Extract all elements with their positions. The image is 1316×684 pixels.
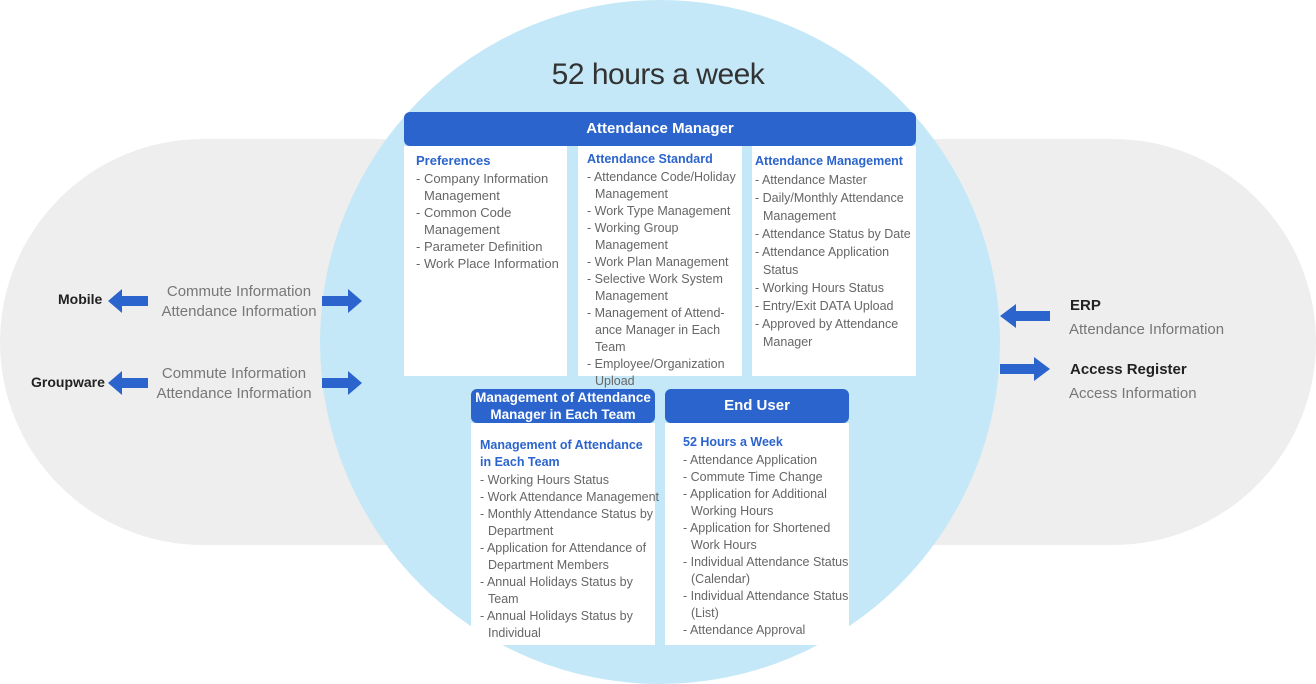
list-item: - Working Hours Status xyxy=(755,281,884,295)
list-item: - Approved by Attendance Manager xyxy=(755,317,899,349)
end-user-heading: 52 Hours a Week xyxy=(683,435,783,449)
list-item: - Parameter Definition xyxy=(416,239,543,254)
attendance-standard-panel: Attendance Standard - Attendance Code/Ho… xyxy=(578,146,742,388)
list-item: - Individual Attendance Status (List) xyxy=(683,589,849,620)
left-arrow-icon xyxy=(108,371,148,395)
end-user-bar: End User xyxy=(665,389,849,423)
preferences-panel: Preferences - Company Information Manage… xyxy=(404,146,567,376)
list-item: - Application for Additional Working Hou… xyxy=(683,487,827,518)
end-user-panel: 52 Hours a Week - Attendance Application… xyxy=(665,423,849,645)
list-item: - Daily/Monthly Attendance Management xyxy=(755,191,904,223)
mobile-info: Commute Information Attendance Informati… xyxy=(150,282,328,322)
list-item: - Employee/Organization Upload xyxy=(587,357,725,388)
list-item: - Attendance Status by Date xyxy=(755,227,911,241)
access-information-text: Access Information xyxy=(1069,385,1197,402)
list-item: - Annual Holidays Status by Team xyxy=(480,575,633,606)
list-item: - Selective Work System Management xyxy=(587,272,723,303)
list-item: - Application for Shortened Work Hours xyxy=(683,521,831,552)
list-item: - Work Type Management xyxy=(587,204,731,218)
erp-label: ERP xyxy=(1070,297,1101,314)
list-item: - Working Hours Status xyxy=(480,473,609,487)
list-item: - Company Information Management xyxy=(416,171,549,203)
attendance-information-text: Attendance Information xyxy=(161,303,317,320)
left-arrow-icon xyxy=(108,289,148,313)
list-item: - Working Group Management xyxy=(587,221,679,252)
list-item: - Work Place Information xyxy=(416,256,559,271)
groupware-info: Commute Information Attendance Informati… xyxy=(145,364,323,404)
list-item: - Work Plan Management xyxy=(587,255,729,269)
right-arrow-icon xyxy=(1000,357,1050,381)
list-item: - Monthly Attendance Status by Departmen… xyxy=(480,507,654,538)
commute-information-text: Commute Information xyxy=(166,283,312,300)
preferences-heading: Preferences xyxy=(416,153,491,168)
diagram-title: 52 hours a week xyxy=(551,58,765,91)
team-manager-panel: Management of Attendance in Each Team - … xyxy=(471,423,660,645)
list-item: - Common Code Management xyxy=(416,205,512,237)
right-arrow-icon xyxy=(322,289,362,313)
list-item: - Annual Holidays Status by Individual xyxy=(480,609,633,640)
list-item: - Commute Time Change xyxy=(683,470,823,484)
list-item: - Entry/Exit DATA Upload xyxy=(755,299,894,313)
team-manager-bar: Management of Attendance Manager in Each… xyxy=(471,389,655,423)
list-item: - Individual Attendance Status (Calendar… xyxy=(683,555,849,586)
attendance-manager-bar: Attendance Manager xyxy=(404,112,916,146)
list-item: - Management of Attend-ance Manager in E… xyxy=(587,306,725,354)
attendance-information-text: Attendance Information xyxy=(156,385,312,402)
mobile-label: Mobile xyxy=(58,291,103,307)
list-item: - Attendance Master xyxy=(755,173,867,187)
list-item: - Attendance Code/Holiday Management xyxy=(587,170,736,201)
left-arrow-icon xyxy=(1000,304,1050,328)
list-item: - Attendance Application xyxy=(683,453,818,467)
access-register-label: Access Register xyxy=(1070,361,1187,378)
attendance-management-panel: Attendance Management - Attendance Maste… xyxy=(752,146,916,376)
list-item: - Work Attendance Management xyxy=(480,490,660,504)
list-item: - Attendance Application Status xyxy=(755,245,890,277)
attendance-management-heading: Attendance Management xyxy=(755,154,903,168)
right-arrow-icon xyxy=(322,371,362,395)
groupware-label: Groupware xyxy=(31,374,105,390)
erp-attendance-information: Attendance Information xyxy=(1069,321,1225,338)
commute-information-text: Commute Information xyxy=(161,365,307,382)
team-manager-heading: Management of Attendance in Each Team xyxy=(480,438,643,469)
attendance-standard-heading: Attendance Standard xyxy=(587,152,713,166)
list-item: - Attendance Approval xyxy=(683,623,806,637)
list-item: - Application for Attendance of Departme… xyxy=(480,541,647,572)
